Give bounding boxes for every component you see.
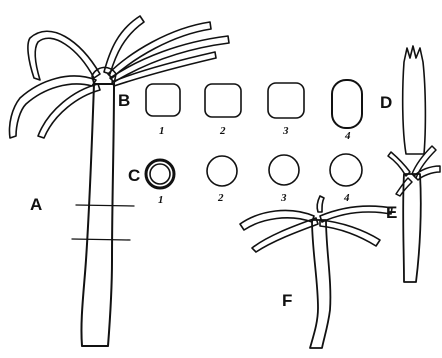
cell-b4-number: 4: [344, 130, 351, 142]
cell-b3-number: 3: [282, 125, 289, 137]
polyp-f-drawing: [240, 196, 392, 348]
cell-row-b: [146, 80, 362, 128]
panel-label-f: F: [282, 291, 292, 310]
cell-b2-number: 2: [219, 125, 226, 137]
cell-c1-number: 1: [158, 194, 164, 206]
cell-b4-shape: [332, 80, 362, 128]
cell-b1-number: 1: [159, 125, 165, 137]
cell-b2-shape: [205, 84, 241, 117]
cell-c3-number: 3: [280, 192, 287, 204]
polyp-a-drawing: [9, 16, 229, 346]
cell-b1-shape: [146, 84, 180, 116]
cell-row-c: [146, 154, 362, 188]
panel-label-b: B: [118, 91, 130, 110]
cell-c2-number: 2: [217, 192, 224, 204]
panel-label-a: A: [30, 195, 42, 214]
panel-label-c: C: [128, 166, 140, 185]
cell-b3-shape: [268, 83, 304, 118]
cell-c3-shape: [269, 155, 299, 185]
cell-c4-shape: [330, 154, 362, 186]
cell-c4-number: 4: [343, 192, 350, 204]
bud-d-drawing: [403, 46, 426, 154]
panel-label-d: D: [380, 93, 392, 112]
cell-c2-shape: [207, 156, 237, 186]
